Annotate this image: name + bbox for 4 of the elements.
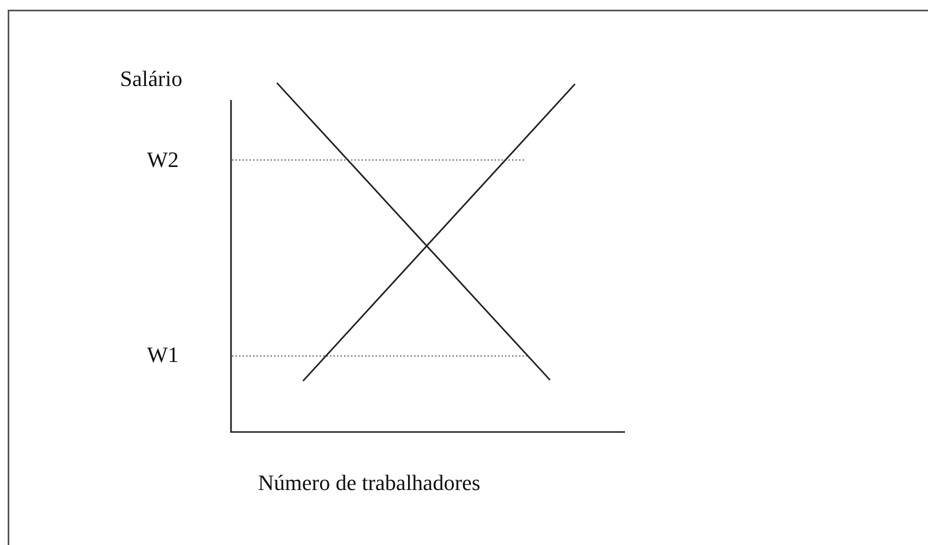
tick-label: W2 bbox=[147, 149, 179, 171]
tick-label: W1 bbox=[147, 344, 179, 366]
axis-label: Número de trabalhadores bbox=[258, 472, 480, 494]
axis-label: Salário bbox=[120, 68, 182, 90]
